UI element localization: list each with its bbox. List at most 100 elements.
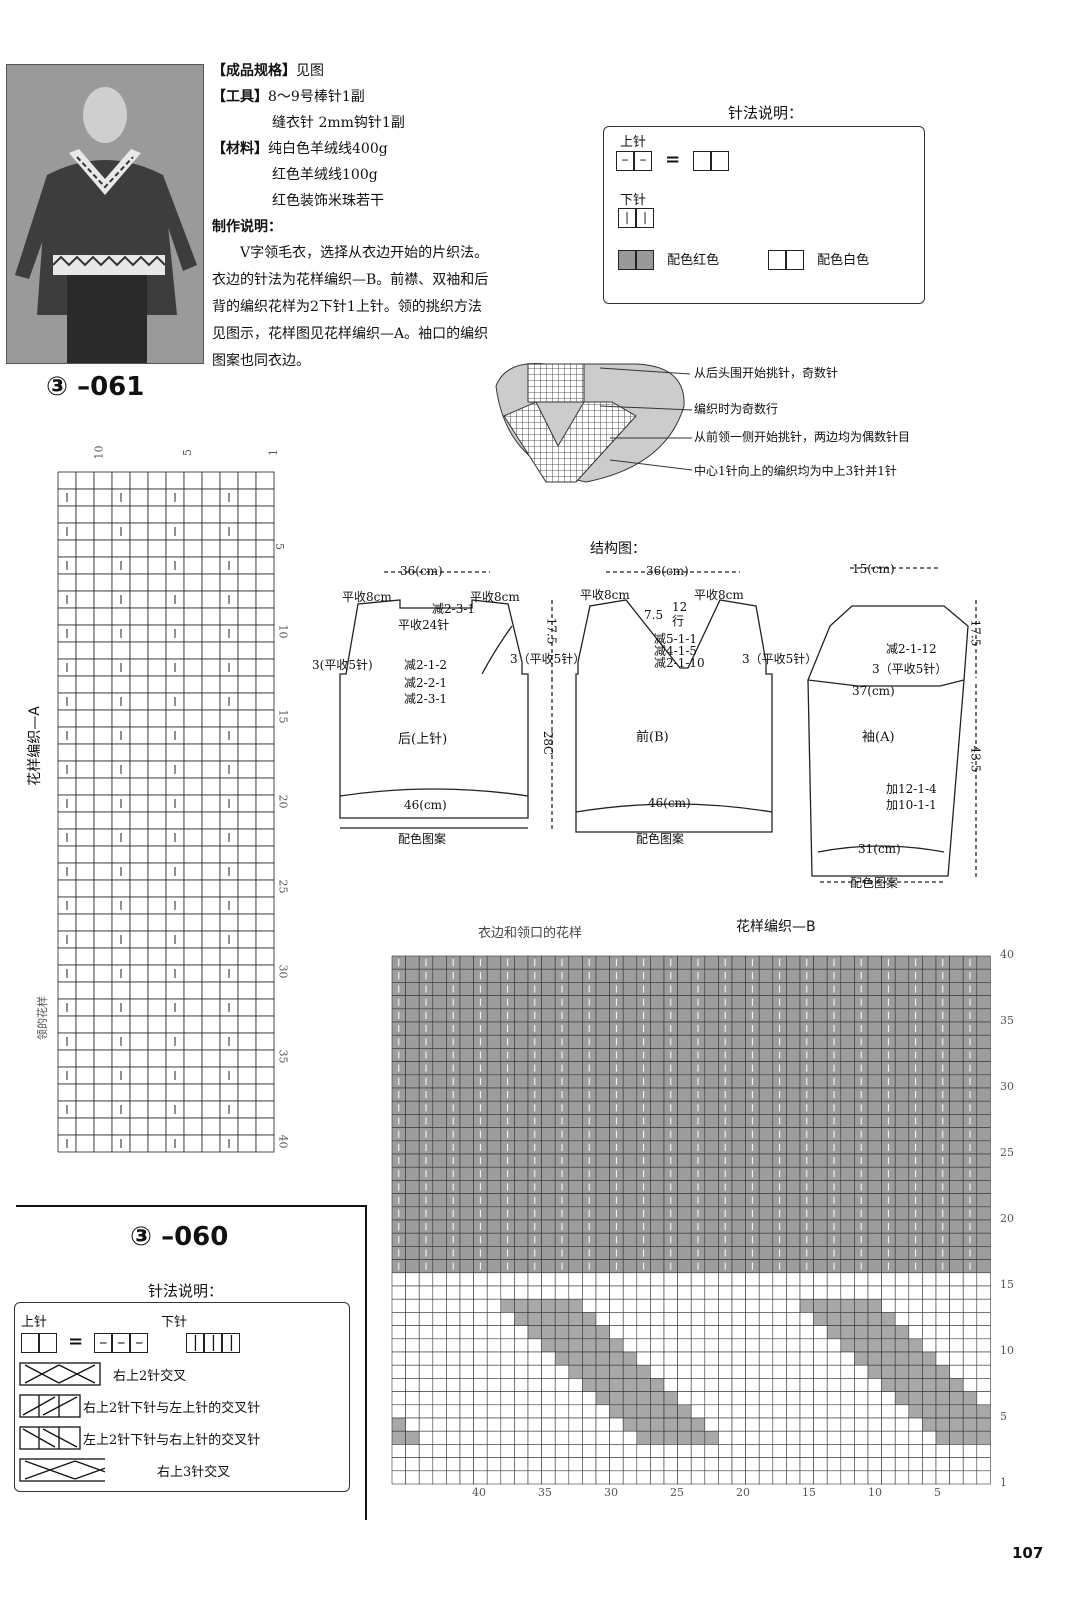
material-line3: 红色装饰米珠若干 (272, 193, 384, 209)
chart-b-cell (595, 1166, 610, 1181)
chart-a-cell (255, 641, 275, 660)
chart-a-cell (129, 607, 149, 626)
chart-b-cell (595, 1259, 610, 1274)
chart-b-cell (813, 1206, 828, 1221)
chart-a-cell (93, 1066, 113, 1085)
chart-b-cell (486, 1140, 502, 1155)
chart-b-cell (962, 1285, 978, 1300)
page-number: 107 (1012, 1544, 1044, 1562)
chart-a-cell (219, 709, 239, 728)
front-shoulder-left: 平收8cm (580, 588, 630, 602)
chart-b-cell (922, 1378, 937, 1392)
chart-a-cell (75, 981, 95, 1000)
chart-b-cell (840, 1285, 855, 1300)
chart-a-cell (75, 743, 95, 762)
chart-b-cell (731, 1021, 746, 1036)
chart-b-cell (582, 1338, 597, 1353)
chart-b-cell (500, 1272, 515, 1287)
chart-b-cell (867, 1246, 882, 1260)
chart-b-cell (405, 1034, 420, 1049)
collar-note-2: 编织时为奇数行 (694, 402, 779, 416)
chart-b-cell (568, 968, 583, 983)
chart-b-cell (922, 1114, 937, 1128)
chart-b-cell (432, 1100, 447, 1115)
chart-b-cell (826, 1470, 842, 1485)
chart-a-cell (57, 913, 77, 932)
chart-b-cell (704, 955, 719, 970)
chart-b-right-tick: 25 (1000, 1146, 1014, 1159)
chart-a-cell (147, 658, 167, 677)
chart-b-cell (595, 1008, 610, 1023)
chart-a-cell (147, 1117, 167, 1136)
chart-b-cell (962, 1312, 978, 1326)
chart-b-cell (840, 1246, 855, 1260)
chart-a-cell (255, 607, 275, 626)
chart-b-cell (786, 1417, 801, 1432)
chart-b-cell (976, 1285, 991, 1300)
chart-b-cell (894, 1272, 910, 1287)
chart-a-cell (219, 811, 239, 830)
chart-b-cell (677, 1021, 692, 1036)
chart-b-cell (636, 1378, 651, 1392)
white-color-key: 配色白色 (768, 249, 869, 270)
chart-b-cell (854, 1285, 869, 1300)
chart-b-cell (704, 1378, 719, 1392)
chart-a-cell (165, 1049, 185, 1068)
chart-b-cell (459, 1470, 474, 1485)
chart-b-cell (486, 968, 502, 983)
chart-b-cell (718, 1391, 733, 1406)
chart-b-cell (826, 1312, 842, 1326)
chart-b-cell (650, 1378, 665, 1392)
chart-b-cell (813, 1338, 828, 1353)
chart-b-cell (595, 995, 610, 1010)
chart-a-cell (129, 896, 149, 915)
chart-b-cell (486, 1378, 502, 1392)
chart-b-cell (840, 1127, 855, 1142)
chart-b-cell (949, 1351, 964, 1366)
chart-b-cell (514, 1312, 529, 1326)
chart-b-cell (541, 1404, 556, 1419)
chart-b-cell (663, 1457, 678, 1472)
chart-a-cell (129, 998, 149, 1017)
chart-b-cell (622, 1034, 638, 1049)
chart-a-cell (129, 539, 149, 558)
chart-b-cell (568, 1153, 583, 1168)
chart-b-cell (418, 1391, 434, 1406)
chart-b-cell (595, 1417, 610, 1432)
chart-b-cell (432, 982, 447, 996)
chart-b-cell (405, 1114, 420, 1128)
chart-b-cell (704, 1061, 719, 1076)
chart-a-cell (183, 471, 203, 490)
chart-b-cell (405, 1378, 420, 1392)
chart-b-cell (514, 1074, 529, 1089)
chart-b-cell (459, 1430, 474, 1445)
chart-b-right-tick: 20 (1000, 1212, 1014, 1225)
chart-a-cell (57, 471, 77, 490)
chart-b-cell (609, 1404, 624, 1419)
chart-b-cell (731, 1285, 746, 1300)
chart-a-cell (201, 879, 221, 898)
chart-b-cell (595, 1074, 610, 1089)
chart-b-cell (622, 1298, 638, 1313)
chart-b-cell (432, 1206, 447, 1221)
chart-a-cell (129, 777, 149, 796)
chart-b-cell (459, 1034, 474, 1049)
chart-a-cell (147, 590, 167, 609)
chart-b-cell (391, 1312, 406, 1326)
chart-b-cell (486, 1417, 502, 1432)
chart-b-cell (432, 1232, 447, 1247)
chart-b-cell (908, 1325, 923, 1340)
chart-b-cell (405, 1219, 420, 1234)
chart-b-bottom-tick: 20 (736, 1486, 750, 1499)
chart-b-cell (704, 1444, 719, 1458)
chart-b-cell (745, 1391, 760, 1406)
sleeve-inc1: 加12-1-4 (886, 782, 937, 796)
chart-b-cell (731, 1061, 746, 1076)
chart-b-cell (582, 1272, 597, 1287)
chart-b-cell (772, 1404, 787, 1419)
chart-a-right-tick: 25 (276, 879, 290, 894)
chart-a-cell (255, 998, 275, 1017)
chart-b-cell (854, 1391, 869, 1406)
chart-b-cell (867, 1457, 882, 1472)
chart-b-cell (405, 1100, 420, 1115)
